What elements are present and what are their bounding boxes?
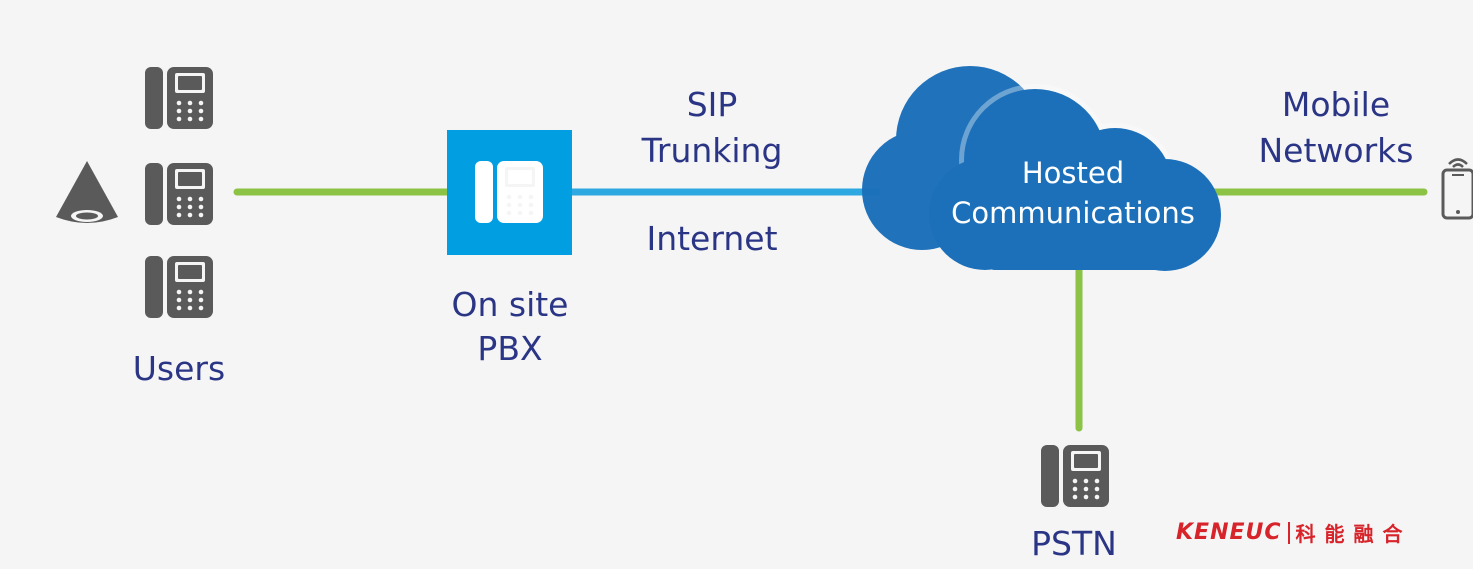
brand-separator [1287, 521, 1290, 544]
brand-cjk-text: 科能融合 [1295, 522, 1412, 546]
sip-label-line2: Trunking [641, 131, 783, 170]
sip-trunking-label: SIP Trunking [612, 82, 812, 174]
desk-phone-icon [1041, 445, 1109, 507]
pbx-label-line1: On site [451, 285, 569, 324]
brand-logo: KENEUC 科能融合 [1176, 518, 1412, 547]
cloud-label-line2: Communications [951, 196, 1195, 230]
pstn-label: PSTN [1031, 524, 1117, 563]
sip-label-line1: SIP [686, 85, 738, 124]
mobile-phone-icon [1441, 158, 1473, 220]
pbx-label: On site PBX [420, 283, 600, 371]
cloud-label: Hosted Communications [923, 153, 1223, 233]
conference-phone-icon [56, 161, 118, 223]
desk-phone-icon [145, 163, 213, 225]
pbx-label-line2: PBX [477, 329, 543, 368]
mobile-label-line1: Mobile [1281, 85, 1391, 124]
desk-phone-icon [145, 256, 213, 318]
cloud-label-line1: Hosted [1021, 156, 1125, 190]
users-label: Users [132, 349, 226, 388]
brand-latin-text: KENEUC [1176, 520, 1282, 545]
internet-label: Internet [646, 219, 778, 258]
pbx-phone-icon [475, 161, 543, 223]
mobile-label-line2: Networks [1258, 131, 1414, 170]
mobile-networks-label: Mobile Networks [1236, 82, 1436, 174]
desk-phone-icon [145, 67, 213, 129]
cloud-icon [862, 66, 1221, 271]
